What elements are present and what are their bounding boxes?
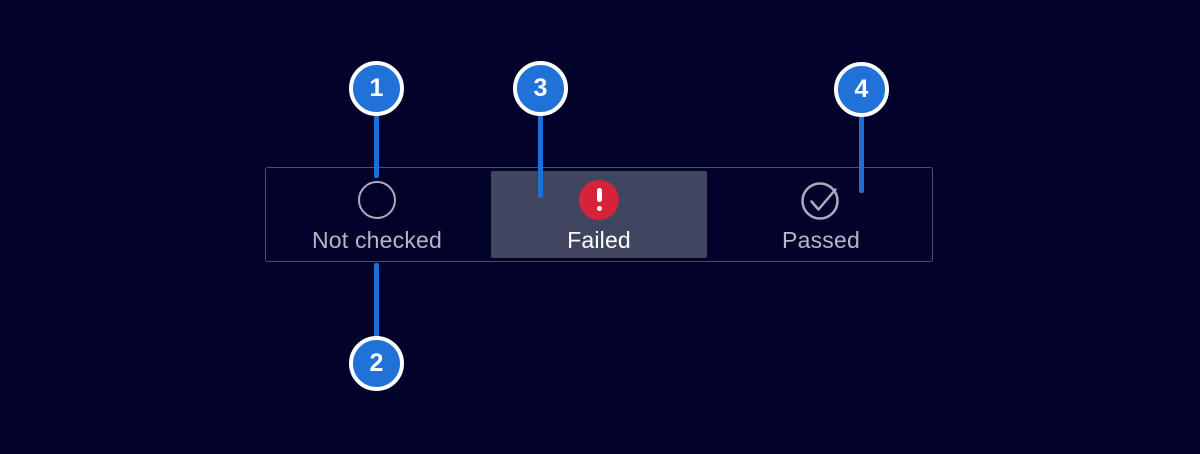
callout-badge-3: 3 <box>513 61 568 116</box>
segment-label-failed: Failed <box>567 226 631 253</box>
callout-line-2 <box>374 263 379 340</box>
callout-line-4 <box>859 112 864 193</box>
segment-not-checked[interactable]: Not checked <box>266 168 488 261</box>
check-circle-icon <box>801 181 839 220</box>
callout-badge-1: 1 <box>349 61 404 116</box>
callout-badge-2: 2 <box>349 336 404 391</box>
segment-label-not-checked: Not checked <box>311 226 443 253</box>
status-segmented-control: Not checked Failed Passed <box>265 167 933 262</box>
callout-line-1 <box>374 110 379 178</box>
callout-badge-4: 4 <box>834 62 889 117</box>
exclamation-dot <box>596 206 602 211</box>
icon-slot <box>358 178 396 222</box>
icon-slot <box>799 178 843 222</box>
icon-slot <box>579 178 619 222</box>
error-badge-icon <box>579 179 619 220</box>
callout-line-3 <box>538 110 543 198</box>
circle-outline-icon <box>358 180 396 219</box>
segment-passed[interactable]: Passed <box>710 168 932 261</box>
exclamation-bar <box>596 188 602 202</box>
segment-label-passed: Passed <box>782 226 860 253</box>
segment-failed[interactable]: Failed <box>488 168 710 261</box>
